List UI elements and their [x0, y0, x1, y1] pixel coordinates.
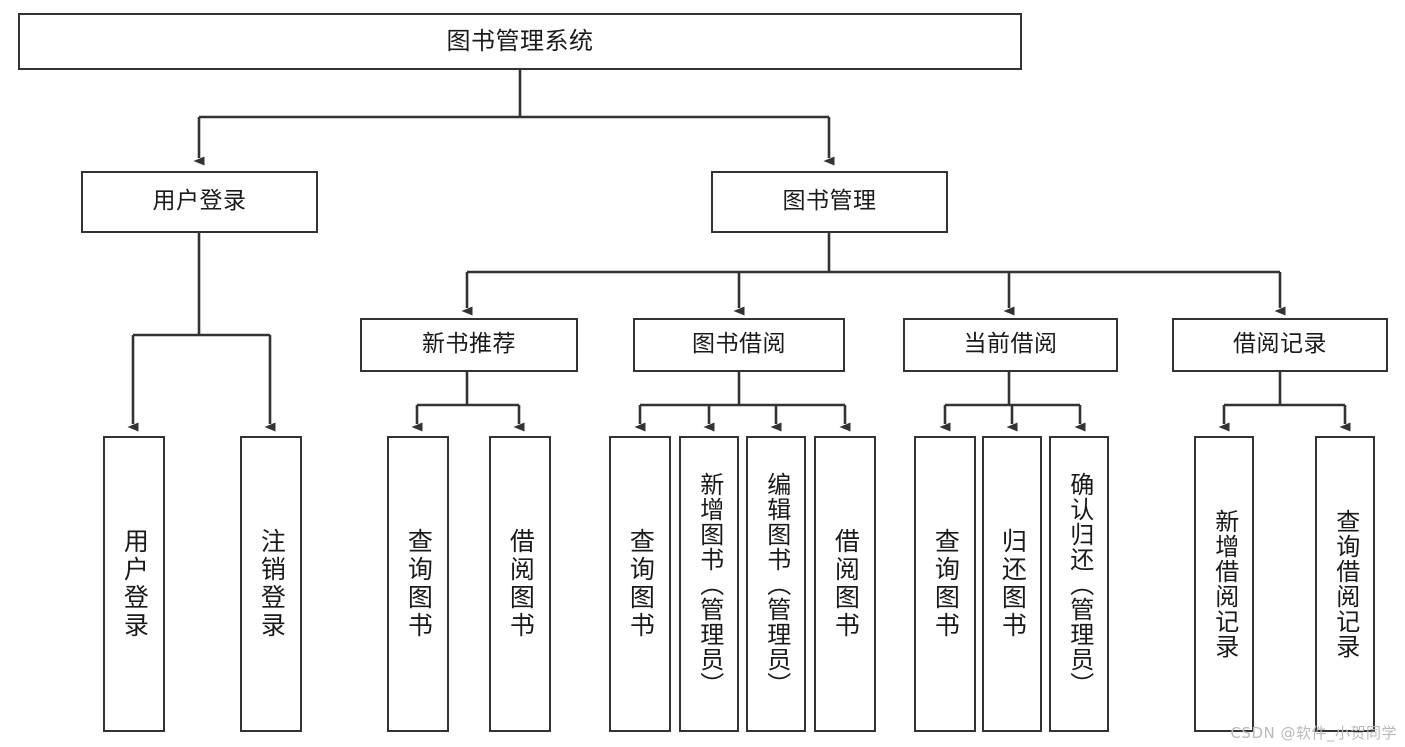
node-label: 查询图书 — [404, 528, 434, 640]
node-label: 图书借阅 — [692, 331, 786, 358]
leaf-borrow-record-query-record[interactable]: 查询借阅记录 — [1315, 436, 1375, 732]
node-label: 查询图书 — [626, 528, 656, 640]
node-label: 图书管理 — [782, 188, 877, 215]
node-label: 查询借阅记录 — [1331, 509, 1360, 659]
node-label: 借阅图书 — [506, 528, 536, 640]
node-label: 借阅图书 — [831, 528, 861, 640]
node-user-login[interactable]: 用户登录 — [81, 171, 318, 233]
leaf-new-book-borrow-book[interactable]: 借阅图书 — [489, 436, 551, 732]
leaf-current-borrow-confirm-return-admin[interactable]: 确认归还（管理员） — [1049, 436, 1109, 732]
leaf-book-borrow-query-book[interactable]: 查询图书 — [609, 436, 671, 732]
node-new-book-recommend[interactable]: 新书推荐 — [360, 318, 578, 372]
node-current-borrow[interactable]: 当前借阅 — [903, 318, 1118, 372]
leaf-current-borrow-query-book[interactable]: 查询图书 — [914, 436, 976, 732]
node-label: 图书管理系统 — [446, 27, 594, 56]
leaf-user-login-login[interactable]: 用户登录 — [103, 436, 165, 732]
node-label: 新增借阅记录 — [1210, 509, 1239, 659]
node-book-borrow[interactable]: 图书借阅 — [633, 318, 845, 372]
leaf-user-login-logout[interactable]: 注销登录 — [240, 436, 302, 732]
leaf-current-borrow-return-book[interactable]: 归还图书 — [982, 436, 1042, 732]
leaf-book-borrow-add-book-admin[interactable]: 新增图书（管理员） — [679, 436, 739, 732]
node-label: 用户登录 — [152, 188, 247, 215]
node-label: 注销登录 — [257, 528, 287, 640]
node-label: 用户登录 — [120, 528, 150, 640]
leaf-book-borrow-borrow-book[interactable]: 借阅图书 — [814, 436, 876, 732]
leaf-borrow-record-add-record[interactable]: 新增借阅记录 — [1194, 436, 1254, 732]
watermark-text: CSDN @软件_小贺同学 — [1230, 724, 1397, 742]
node-label: 新书推荐 — [422, 331, 516, 358]
node-label: 新增图书（管理员） — [695, 471, 724, 697]
node-book-management[interactable]: 图书管理 — [711, 171, 948, 233]
node-label: 查询图书 — [931, 528, 961, 640]
node-label: 编辑图书（管理员） — [762, 471, 791, 697]
node-borrow-record[interactable]: 借阅记录 — [1172, 318, 1388, 372]
node-label: 归还图书 — [998, 528, 1028, 640]
node-label: 当前借阅 — [963, 331, 1058, 358]
leaf-book-borrow-edit-book-admin[interactable]: 编辑图书（管理员） — [746, 436, 806, 732]
node-root-system[interactable]: 图书管理系统 — [18, 13, 1022, 70]
node-label: 借阅记录 — [1233, 331, 1327, 358]
leaf-new-book-query-book[interactable]: 查询图书 — [387, 436, 449, 732]
node-label: 确认归还（管理员） — [1065, 471, 1094, 697]
